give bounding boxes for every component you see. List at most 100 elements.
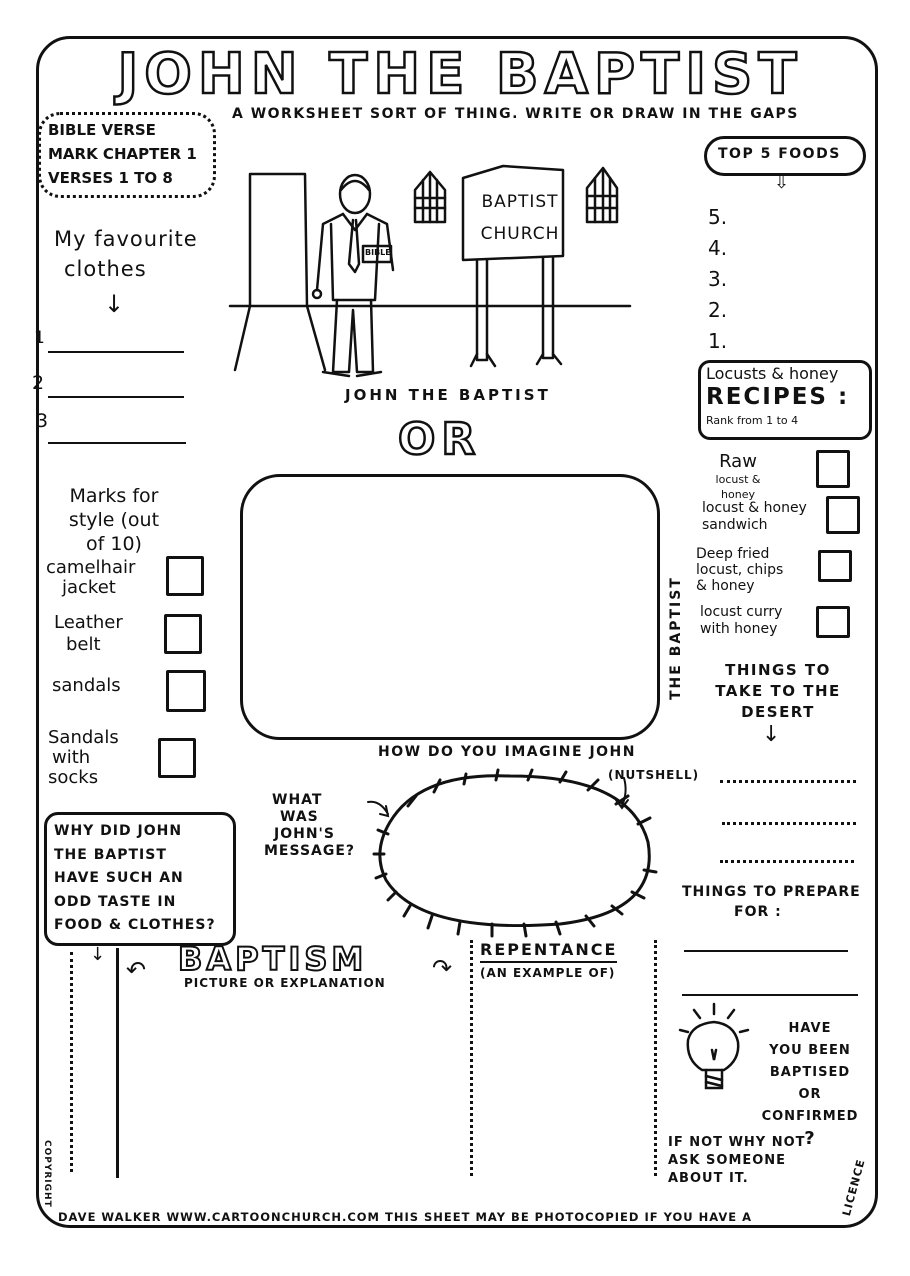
style-mark-box-4[interactable] <box>158 738 196 778</box>
repentance-sub: (AN EXAMPLE OF) <box>480 966 616 980</box>
prepare-heading-line2: FOR : <box>734 904 782 920</box>
recipe-item-1-line2: locust & honey <box>715 473 761 501</box>
clothes-answer-line-1[interactable] <box>48 351 184 353</box>
recipe-rank-box-4[interactable] <box>816 606 850 638</box>
middle-dotted-divider <box>470 940 473 1176</box>
baptised-line2: YOU BEEN <box>769 1043 851 1058</box>
odd-taste-line1: WHY DID JOHN <box>54 823 183 839</box>
scene-caption: JOHN THE BAPTIST <box>345 386 551 404</box>
style-item-4-line2: with <box>52 747 91 768</box>
repentance-heading: REPENTANCE <box>480 940 618 963</box>
desert-answer-line-3[interactable] <box>720 860 854 863</box>
baptism-answer-area[interactable] <box>122 1000 462 1170</box>
style-mark-box-1[interactable] <box>166 556 204 596</box>
recipe-item-3: Deep fried locust, chips & honey <box>696 546 783 594</box>
style-heading-line1: Marks for <box>69 485 159 507</box>
desert-heading: THINGS TO TAKE TO THE DESERT <box>708 660 848 723</box>
prepare-answer-line-2[interactable] <box>682 994 858 996</box>
prepare-answer-line-1[interactable] <box>684 950 848 952</box>
bible-verse-chapter: MARK CHAPTER 1 <box>48 145 197 163</box>
odd-taste-question: WHY DID JOHN THE BAPTIST HAVE SUCH AN OD… <box>54 820 216 938</box>
top-foods-bubble <box>704 136 866 176</box>
style-item-2: Leather belt <box>54 612 123 656</box>
odd-taste-line2: THE BAPTIST <box>54 846 167 863</box>
food-rank-2: 2. <box>708 298 728 322</box>
style-item-2-line1: Leather <box>54 612 123 633</box>
recipe-item-3-line1: Deep fried <box>696 546 770 562</box>
church-sign-line1: BAPTIST <box>481 192 559 212</box>
baptised-line3: BAPTISED <box>769 1065 851 1080</box>
recipe-item-3-line3: & honey <box>696 578 755 594</box>
food-rank-1: 1. <box>708 329 728 353</box>
baptised-line1: HAVE <box>788 1021 832 1036</box>
if-not-line2: ASK SOMEONE <box>668 1153 787 1168</box>
style-item-4: Sandals with socks <box>48 728 119 788</box>
recipe-rank-box-2[interactable] <box>826 496 860 534</box>
clothes-answer-line-3[interactable] <box>48 442 186 444</box>
bible-verse-label: BIBLE VERSE <box>48 121 156 139</box>
imagine-side-caption: THE BAPTIST <box>668 576 684 700</box>
message-question-line3: JOHN'S <box>274 826 335 842</box>
clothes-heading-line1: My favourite <box>54 227 198 251</box>
recipe-item-2-line1: locust & honey <box>702 500 807 516</box>
style-item-1: camelhair jacket <box>46 558 135 598</box>
baptism-heading: BAPTISM <box>177 939 368 979</box>
nutshell-drawing[interactable] <box>360 762 670 942</box>
style-item-3-line1: sandals <box>52 675 121 696</box>
baptised-question: HAVE YOU BEEN BAPTISED OR CONFIRMED ? <box>748 1018 872 1150</box>
if-not-text: IF NOT WHY NOT ASK SOMEONE ABOUT IT. <box>668 1134 806 1188</box>
message-question-line2: WAS <box>280 809 319 825</box>
left-solid-divider <box>116 948 119 1178</box>
if-not-line3: ABOUT IT. <box>668 1171 749 1186</box>
baptised-line5: ? <box>804 1128 816 1149</box>
clothes-answer-line-2[interactable] <box>48 396 184 398</box>
recipe-item-1: Raw locust & honey <box>698 452 778 502</box>
style-mark-box-2[interactable] <box>164 614 202 654</box>
desert-answer-line-1[interactable] <box>720 780 856 783</box>
food-rank-4: 4. <box>708 236 728 260</box>
imagine-drawing-box[interactable] <box>240 474 660 740</box>
desert-answer-line-2[interactable] <box>722 822 856 825</box>
worksheet-subtitle: A WORKSHEET SORT OF THING. WRITE OR DRAW… <box>232 106 799 122</box>
clothes-arrow: ↓ <box>104 290 125 318</box>
clothes-number-2: 2 <box>32 372 45 394</box>
odd-taste-arrow: ↓ <box>90 944 106 965</box>
or-label: OR <box>397 413 482 467</box>
bible-book-label: BIBLE <box>365 248 391 257</box>
church-sign-line2: CHURCH <box>480 224 560 244</box>
style-mark-box-3[interactable] <box>166 670 206 712</box>
baptism-sub: PICTURE OR EXPLANATION <box>184 976 386 990</box>
left-dotted-divider <box>70 952 73 1172</box>
imagine-caption: HOW DO YOU IMAGINE JOHN <box>378 744 636 760</box>
baptism-arrow-left: ↶ <box>126 956 147 984</box>
food-rank-3: 3. <box>708 267 728 291</box>
recipe-item-3-line2: locust, chips <box>696 562 784 578</box>
clothes-number-1: 1 <box>34 328 45 348</box>
worksheet-title: JOHN THE BAPTIST <box>116 41 803 109</box>
baptised-line4: OR CONFIRMED <box>761 1087 859 1124</box>
recipes-heading-1: Locusts & honey <box>706 364 839 383</box>
recipe-rank-box-3[interactable] <box>818 550 852 582</box>
style-item-1-line1: camelhair <box>46 557 136 578</box>
recipes-box <box>698 360 872 440</box>
style-item-4-line3: socks <box>48 767 99 788</box>
church-sign-text: BAPTIST CHURCH <box>470 186 570 250</box>
style-heading: Marks for style (out of 10) <box>54 484 174 556</box>
recipe-item-4: locust curry with honey <box>700 604 782 638</box>
message-question: WHAT WAS JOHN'S MESSAGE? <box>264 792 355 860</box>
clothes-heading-line2: clothes <box>64 257 147 281</box>
recipe-item-4-line2: with honey <box>700 621 778 637</box>
recipe-item-2: locust & honey sandwich <box>702 500 807 534</box>
footer-credit: DAVE WALKER WWW.CARTOONCHURCH.COM THIS S… <box>58 1210 753 1224</box>
church-scene-illustration <box>228 164 632 378</box>
desert-arrow: ↓ <box>762 722 781 747</box>
message-question-line1: WHAT <box>272 792 323 808</box>
recipe-item-2-line2: sandwich <box>702 517 768 533</box>
bible-verse-verses: VERSES 1 TO 8 <box>48 169 173 187</box>
recipe-item-4-line1: locust curry <box>700 604 783 620</box>
style-item-3: sandals <box>52 676 121 696</box>
desert-heading-line3: DESERT <box>741 703 815 721</box>
right-dotted-divider <box>654 940 657 1176</box>
recipe-rank-box-1[interactable] <box>816 450 850 488</box>
repentance-answer-area[interactable] <box>478 990 648 1170</box>
